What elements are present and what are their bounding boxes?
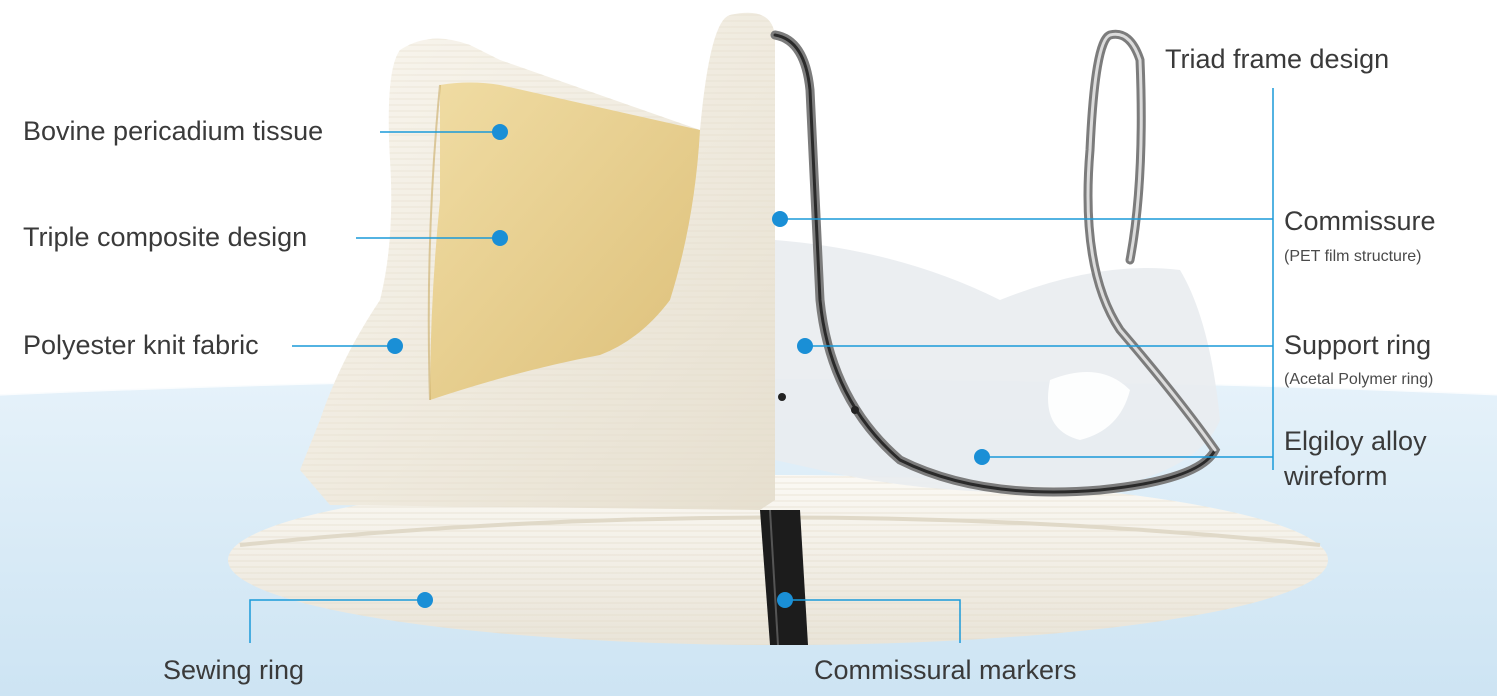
label-bovine-pericadium-tissue: Bovine pericadium tissue: [23, 115, 323, 147]
dot-bovine: [492, 124, 508, 140]
dot-sewing: [417, 592, 433, 608]
label-triple-composite-design: Triple composite design: [23, 221, 307, 253]
label-elgiloy-line2: wireform: [1284, 460, 1388, 492]
label-support-ring-sub: (Acetal Polymer ring): [1284, 371, 1433, 389]
label-elgiloy-line1: Elgiloy alloy: [1284, 425, 1427, 457]
dot-support: [797, 338, 813, 354]
label-triad-frame-design: Triad frame design: [1165, 43, 1389, 75]
dot-markers: [777, 592, 793, 608]
label-support-ring: Support ring: [1284, 329, 1431, 361]
dot-polyester: [387, 338, 403, 354]
label-commissural-markers: Commissural markers: [814, 654, 1077, 686]
dot-triple: [492, 230, 508, 246]
label-commissure: Commissure: [1284, 205, 1436, 237]
dot-commissure: [772, 211, 788, 227]
dot-elgiloy: [974, 449, 990, 465]
label-sewing-ring: Sewing ring: [163, 654, 304, 686]
label-polyester-knit-fabric: Polyester knit fabric: [23, 329, 259, 361]
label-commissure-sub: (PET film structure): [1284, 248, 1422, 266]
